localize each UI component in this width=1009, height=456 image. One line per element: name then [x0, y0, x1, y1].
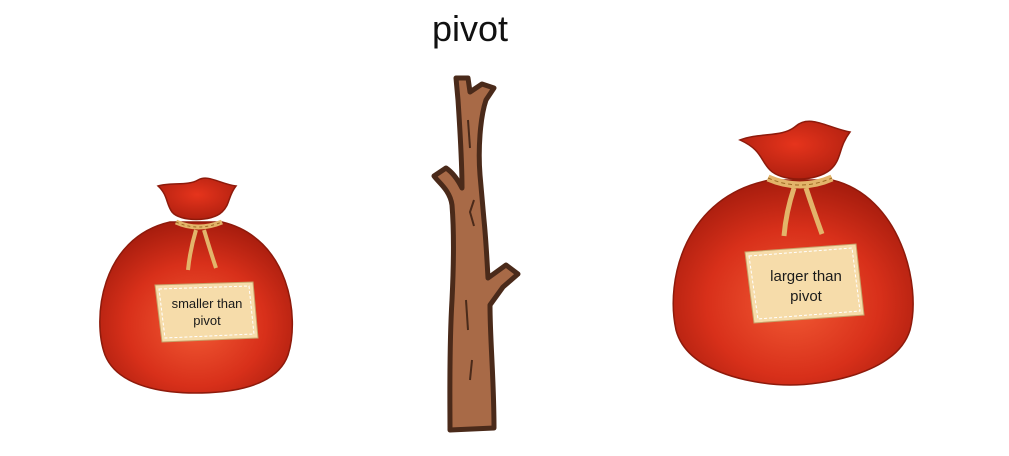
tag-label-line2: pivot [790, 288, 823, 305]
tag-label-line1: smaller than [172, 296, 243, 311]
tag-label-line2: pivot [193, 313, 221, 328]
tag-smaller-than-pivot: smaller than pivot [154, 281, 259, 343]
pivot-title: pivot [431, 8, 509, 49]
tag-label-line1: larger than [770, 268, 842, 285]
sack-larger-than-pivot: larger than pivot [672, 120, 914, 386]
stick-icon [431, 75, 521, 433]
tag-larger-than-pivot: larger than pivot [744, 243, 865, 324]
sack-smaller-than-pivot: smaller than pivot [99, 177, 294, 394]
